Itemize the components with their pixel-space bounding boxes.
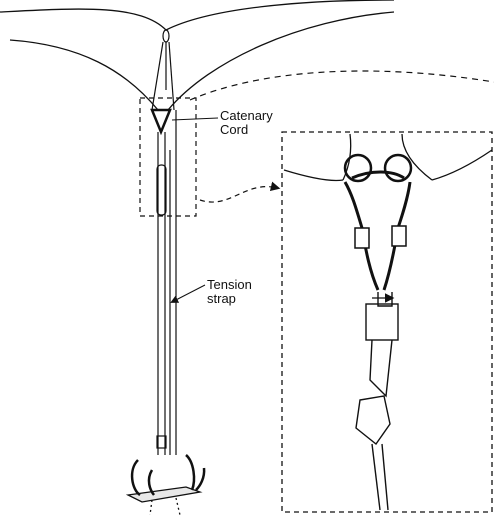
detail-panel-frame [281,131,493,513]
zoom-outline-curve [189,70,494,101]
sail-fabric [0,0,395,111]
detail-tension-strap [355,292,399,511]
tension-strap-pointer [170,284,206,303]
tension-strap-label-line2: strap [207,291,236,306]
detail-rings [343,153,413,183]
pole-assembly [150,29,177,455]
zoom-connector-arrow [199,181,281,203]
catenary-cord-pointer [171,117,219,121]
detail-catenary-cord [343,170,412,291]
zoom-selection-box [139,97,197,217]
base-anchor [125,454,206,515]
catenary-cord-label-line1: Catenary [220,108,273,123]
catenary-cord-label-line2: Cord [220,122,249,137]
tension-strap-label-line1: Tension [207,277,252,292]
